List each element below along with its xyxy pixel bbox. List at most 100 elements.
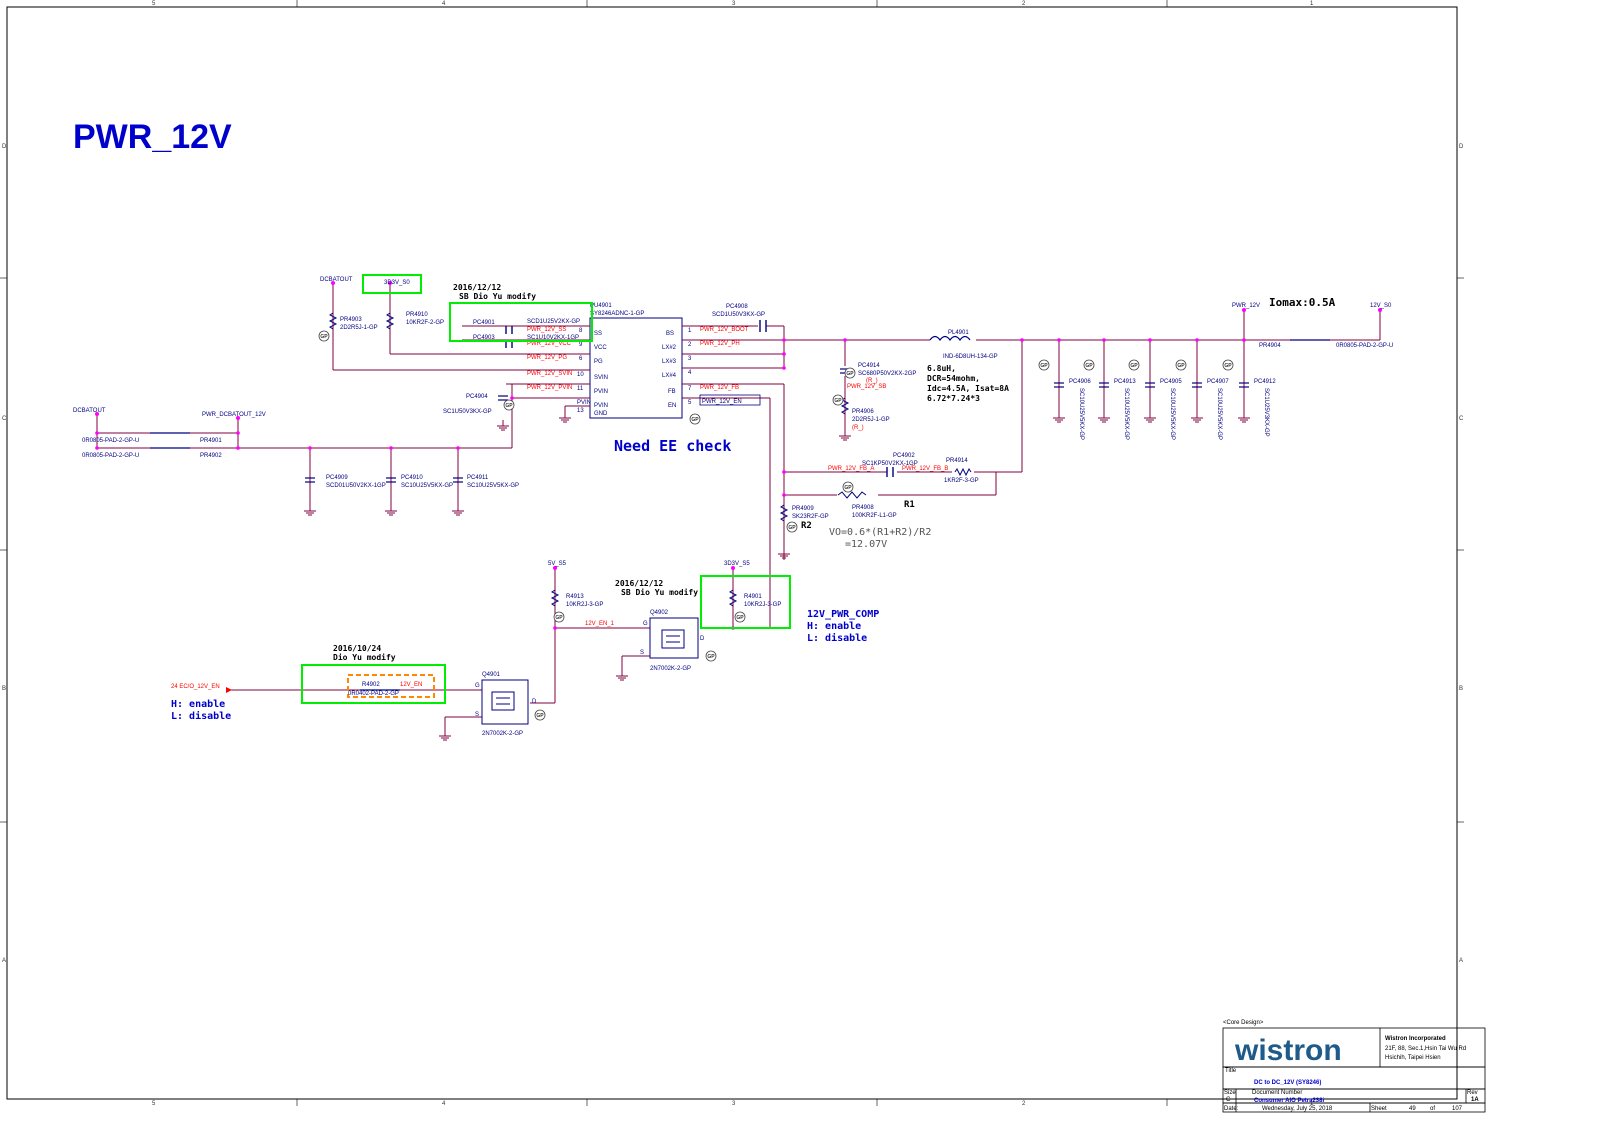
- component-ref: PC4914: [858, 363, 880, 369]
- row-label: A: [1459, 958, 1463, 964]
- rev-value: 1A: [1471, 1097, 1479, 1103]
- ic-pin-name: FB: [668, 389, 676, 395]
- sheet-title: DC to DC_12V (SY8246): [1254, 1080, 1321, 1086]
- title-block: <Core Design> wistron Wistron Incorporat…: [1222, 1020, 1486, 1113]
- mod-author: SB Dio Yu modify: [459, 291, 536, 301]
- svg-text:S: S: [640, 650, 644, 656]
- ic-pin-name: EN: [668, 403, 676, 409]
- company-address: 21F, 88, Sec.1,Hsin Tai Wu Rd: [1385, 1046, 1466, 1052]
- component-value: 100KR2F-L1-GP: [852, 513, 897, 519]
- net-label: PWR_12V_PG: [527, 355, 567, 361]
- net-label: PWR_12V_SS: [527, 327, 566, 333]
- component-ref: PC4905: [1160, 379, 1182, 385]
- col-label: 3: [732, 1101, 736, 1107]
- iomax-note: Iomax:0.5A: [1269, 296, 1336, 309]
- component-value: SC10U25V5KX-GP: [1169, 388, 1175, 440]
- ic-pin-num: 2: [688, 342, 692, 348]
- of-label: of: [1430, 1106, 1435, 1112]
- component-ref: PR4910: [406, 312, 428, 318]
- col-label: 4: [442, 1101, 446, 1107]
- ic-pin-name: PVIN: [594, 403, 608, 409]
- mod-date: 2016/12/12: [615, 579, 663, 588]
- core-design-label: <Core Design>: [1223, 1020, 1264, 1026]
- company-name: Wistron Incorporated: [1385, 1036, 1446, 1042]
- component-value: 0R0805-PAD-2-GP-U: [82, 453, 139, 459]
- en-label-box: [699, 394, 761, 406]
- ic-pin-num: 4: [688, 370, 692, 376]
- component-value: SC10U25V5KX-GP: [1216, 388, 1222, 440]
- highlight-box-dashed: [347, 674, 435, 698]
- svg-text:S: S: [475, 712, 479, 718]
- mosfet-q4902: GSD Q4902 2N7002K-2-GP: [640, 610, 705, 672]
- component-value: SC10U25V5KX-GP: [1078, 388, 1084, 440]
- ic-pin-num: 1: [688, 328, 692, 334]
- component-value: SCD01U50V2KX-1GP: [326, 483, 386, 489]
- ic-pin-name: LX#2: [662, 345, 677, 351]
- col-label: 5: [152, 1101, 156, 1107]
- net-label: PWR_12V_EN: [702, 399, 742, 405]
- component-value: 2D2R5J-1-GP: [340, 325, 378, 331]
- en-note: H: enable L: disable: [171, 699, 231, 722]
- component-ref: PC4902: [893, 453, 915, 459]
- row-label: D: [2, 144, 7, 150]
- date-value: Wednesday, July 25, 2018: [1262, 1106, 1333, 1112]
- col-label: 3: [732, 1, 736, 7]
- wistron-logo: wistron: [1234, 1034, 1342, 1067]
- sheet-total: 107: [1452, 1106, 1463, 1112]
- component-ref: PC4907: [1207, 379, 1229, 385]
- component-ref: PC4906: [1069, 379, 1091, 385]
- net-label: 5V_S5: [548, 561, 567, 567]
- ic-ref: PU4901: [590, 303, 612, 309]
- ic-pin-name: PVIN: [594, 389, 608, 395]
- net-label: 24 EC/O_12V_EN: [171, 684, 220, 690]
- component-value: 10KR2J-3-GP: [744, 602, 781, 608]
- component-ref: PR4914: [946, 458, 968, 464]
- jumper-pads: [150, 339, 1330, 691]
- component-value: SCD1U50V3KX-GP: [712, 312, 765, 318]
- component-note: (R_): [866, 378, 878, 384]
- component-value: 1KR2F-3-GP: [944, 478, 979, 484]
- component-value: 0R0402-PAD-2-GP: [348, 691, 399, 697]
- component-ref: Q4902: [650, 610, 669, 616]
- net-label: PWR_12V_VCC: [527, 341, 572, 347]
- ic-pin-num: 8: [579, 328, 583, 334]
- svg-text:DCR=54mohm,: DCR=54mohm,: [927, 374, 980, 383]
- svg-text:6.72*7.24*3: 6.72*7.24*3: [927, 394, 980, 403]
- border-ticks: [0, 0, 1464, 1106]
- component-value: 2D2R5J-1-GP: [852, 417, 890, 423]
- component-ref: PR4909: [792, 506, 814, 512]
- power-net-labels: DCBATOUT DCBATOUT PWR_DCBATOUT_12V PWR_1…: [73, 277, 1392, 567]
- row-label: C: [1459, 416, 1464, 422]
- component-value: SK23R2F-GP: [792, 514, 829, 520]
- component-value: SC1U50V3KX-GP: [443, 409, 492, 415]
- component-value: SC10U25V5KX-GP: [401, 483, 453, 489]
- gp-markers: [318, 330, 1234, 721]
- row-label: B: [2, 686, 6, 692]
- sheet-label: Sheet: [1371, 1106, 1387, 1112]
- component-value: SC1U10V2KX-1GP: [527, 335, 579, 341]
- ic-pin-num: 3: [688, 356, 692, 362]
- component-ref: PC4908: [726, 304, 748, 310]
- highlight-box: [700, 575, 791, 629]
- component-value: SC10U25V5KX-GP: [1123, 388, 1129, 440]
- component-value: 0R0805-PAD-2-GP-U: [1336, 343, 1393, 349]
- ic-pin-name: SS: [594, 331, 602, 337]
- size-label: Size: [1224, 1090, 1236, 1096]
- component-value: SC1KP50V2KX-1GP: [862, 461, 918, 467]
- col-label: 1: [1310, 1, 1314, 7]
- net-label: PWR_12V_FB_A: [828, 466, 874, 472]
- ic-pin-name: PG: [594, 359, 603, 365]
- component-ref: PC4911: [467, 475, 489, 481]
- inductor-spec: 6.8uH, DCR=54mohm, Idc=4.5A, Isat=8A 6.7…: [927, 364, 1009, 403]
- net-label: PWR_12V_BOOT: [700, 327, 749, 333]
- net-label: 3D3V_S0: [384, 280, 410, 286]
- component-ref: PC4909: [326, 475, 348, 481]
- col-label: 4: [442, 1, 446, 7]
- component-ref: PC4901: [473, 320, 495, 326]
- net-arrow: [226, 687, 232, 693]
- col-label: 1: [1310, 1101, 1314, 1107]
- component-ref: PC4913: [1114, 379, 1136, 385]
- ic-pin-num: 9: [579, 342, 583, 348]
- row-label: D: [1459, 144, 1464, 150]
- highlight-box: [301, 664, 446, 704]
